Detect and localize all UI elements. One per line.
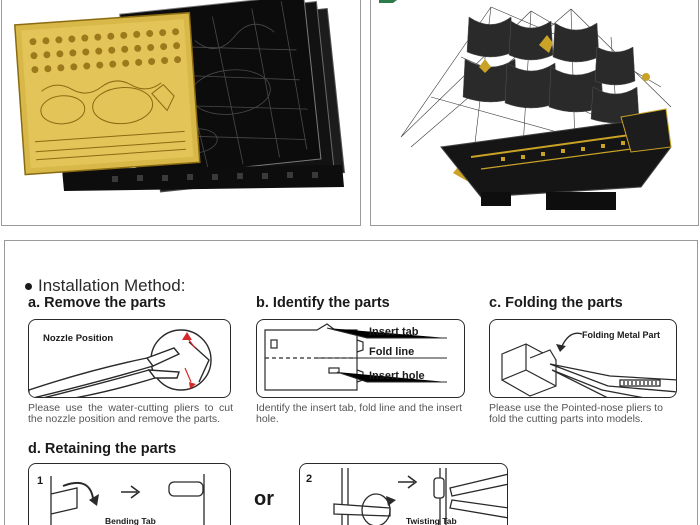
arrow-right-icon [398, 475, 418, 489]
corner-mark [379, 0, 397, 3]
twist-tab-diagram [333, 468, 391, 525]
pointed-nose-pliers-icon [549, 363, 676, 397]
step-a-title: a. Remove the parts [28, 295, 166, 311]
step-c-description: Please use the Pointed-nose pliers to fo… [489, 402, 663, 425]
step-b-title: b. Identify the parts [256, 295, 390, 311]
fold-line-label: Fold line [369, 346, 414, 358]
insert-hole-label: Insert hole [369, 370, 425, 382]
insert-tab-label: Insert tab [369, 326, 419, 338]
fold-arrow-icon [561, 332, 583, 347]
pliers-icon [29, 347, 181, 397]
nozzle-position-label: Nozzle Position [43, 333, 113, 344]
bend-tab-diagram [50, 476, 94, 525]
bending-tab-label: Bending Tab [105, 516, 156, 525]
or-separator: or [254, 488, 274, 510]
folding-metal-part-label: Folding Metal Part [582, 330, 660, 340]
bullet-icon [25, 282, 32, 290]
option-1-number: 1 [37, 475, 43, 487]
bending-tab-illustration: 1 Bending Tab [28, 463, 231, 525]
step-c-title: c. Folding the parts [489, 295, 623, 311]
assembled-ship-photo [370, 0, 699, 226]
remove-parts-illustration: Nozzle Position [28, 319, 231, 398]
cut-marker-icon [182, 332, 196, 389]
twisting-tab-label: Twisting Tab [406, 516, 457, 525]
metal-sheets-photo [1, 0, 361, 226]
ship-hull [440, 108, 672, 210]
step-a-description: Please use the water-cutting pliers to c… [28, 402, 233, 425]
twist-arrow-icon [386, 496, 396, 506]
identify-parts-illustration: Insert tab Fold line Insert hole [256, 319, 465, 398]
twisted-tab-result [433, 468, 507, 525]
folded-part-diagram [501, 343, 557, 397]
installation-method-title: Installation Method: [25, 276, 185, 296]
sails [462, 16, 640, 124]
arrow-right-icon [121, 485, 141, 499]
option-2-number: 2 [306, 473, 312, 485]
leader-lines [317, 327, 447, 383]
step-b-description: Identify the insert tab, fold line and t… [256, 402, 463, 425]
bent-tab-result [168, 474, 205, 525]
black-sheet-edge [62, 165, 344, 191]
gold-metal-sheet [13, 11, 201, 176]
twisting-tab-illustration: 2 Twisting Tab [299, 463, 508, 525]
installation-method-label: Installation Method: [38, 276, 186, 295]
metal-part-diagram [264, 323, 364, 391]
folding-parts-illustration: Folding Metal Part [489, 319, 677, 398]
bend-arrow-icon [89, 494, 99, 506]
step-d-title: d. Retaining the parts [28, 441, 177, 457]
